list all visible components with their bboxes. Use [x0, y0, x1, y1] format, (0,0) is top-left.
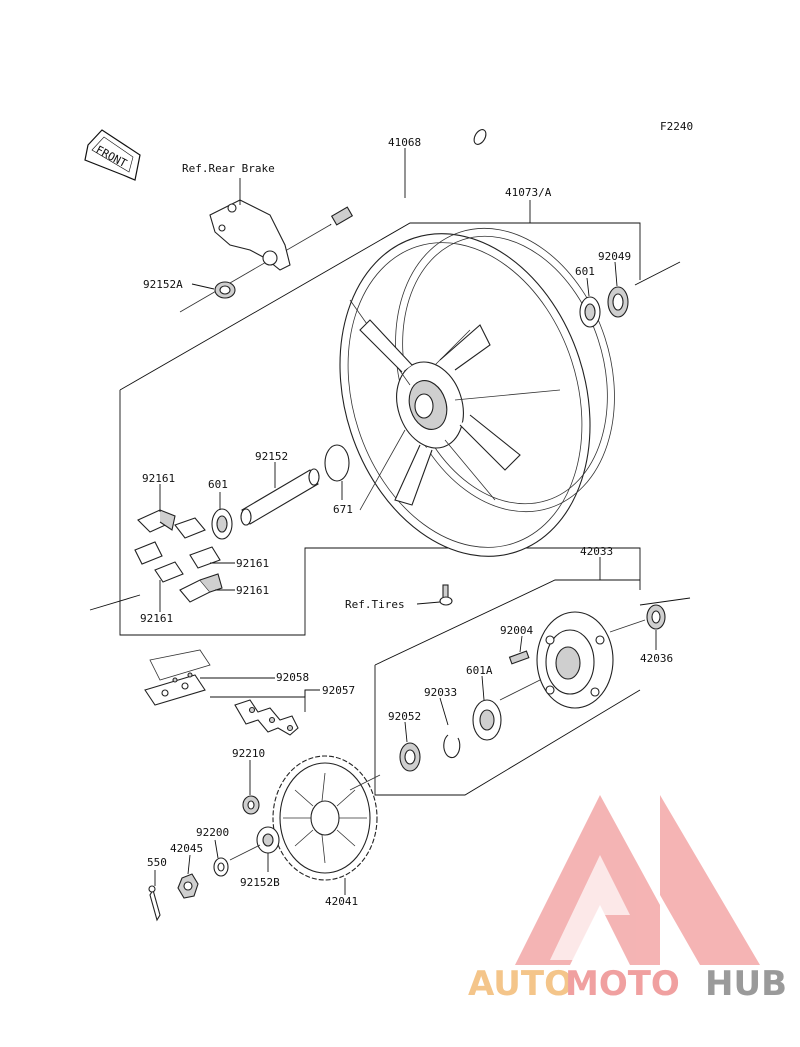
bearing-601A — [472, 699, 502, 741]
cotter-pin-550 — [148, 885, 161, 922]
watermark-auto: AUTO — [468, 964, 573, 1004]
bearing-601-left — [211, 508, 233, 540]
part-92200: 92200 — [196, 826, 229, 839]
seal-92049 — [607, 286, 629, 318]
sprocket-carrier-42033 — [536, 611, 614, 709]
nut-92210 — [242, 795, 260, 815]
collar-92152A — [214, 281, 236, 299]
part-671: 671 — [333, 503, 353, 516]
ref-rear-brake: Ref.Rear Brake — [182, 162, 275, 175]
tire-valve — [439, 584, 453, 606]
part-601-top: 601 — [575, 265, 595, 278]
circlip-92033 — [443, 734, 461, 759]
sleeve-92152 — [240, 468, 320, 526]
part-42036: 42036 — [640, 652, 673, 665]
part-92161-d: 92161 — [140, 612, 173, 625]
part-92057: 92057 — [322, 684, 355, 697]
part-601-left: 601 — [208, 478, 228, 491]
bearing-601-top — [579, 296, 601, 328]
part-92152A: 92152A — [143, 278, 183, 291]
part-42041: 42041 — [325, 895, 358, 908]
washer-92200 — [213, 857, 229, 877]
part-92161-b: 92161 — [236, 557, 269, 570]
part-92033: 92033 — [424, 686, 457, 699]
part-41068: 41068 — [388, 136, 421, 149]
stud-92004 — [508, 650, 530, 665]
rear-sprocket-42041 — [272, 755, 378, 881]
part-92058: 92058 — [276, 671, 309, 684]
rear-wheel-rim — [339, 227, 615, 557]
part-92161-c: 92161 — [236, 584, 269, 597]
part-92161-a: 92161 — [142, 472, 175, 485]
watermark-logo — [515, 795, 760, 965]
part-550: 550 — [147, 856, 167, 869]
damper-92161-group — [134, 509, 223, 603]
part-42045: 42045 — [170, 842, 203, 855]
part-92152: 92152 — [255, 450, 288, 463]
ref-tires: Ref.Tires — [345, 598, 405, 611]
collar-42036 — [646, 604, 666, 630]
o-ring-671 — [324, 444, 350, 482]
chain-92057 — [144, 649, 299, 736]
part-41073A: 41073/A — [505, 186, 552, 199]
axle-41068 — [179, 129, 487, 313]
part-92152B: 92152B — [240, 876, 280, 889]
part-92210: 92210 — [232, 747, 265, 760]
part-42033: 42033 — [580, 545, 613, 558]
part-601A: 601A — [466, 664, 493, 677]
front-arrow-icon — [84, 129, 141, 181]
rear-brake-bracket — [209, 199, 291, 271]
figure-code: F2240 — [660, 120, 693, 133]
watermark-hub: HUB — [705, 964, 787, 1004]
seal-92052 — [399, 742, 421, 772]
collar-92152B — [256, 826, 280, 854]
part-92052: 92052 — [388, 710, 421, 723]
part-92049: 92049 — [598, 250, 631, 263]
nut-42045 — [177, 873, 199, 899]
watermark-moto: MOTO — [565, 964, 680, 1004]
part-92004: 92004 — [500, 624, 533, 637]
